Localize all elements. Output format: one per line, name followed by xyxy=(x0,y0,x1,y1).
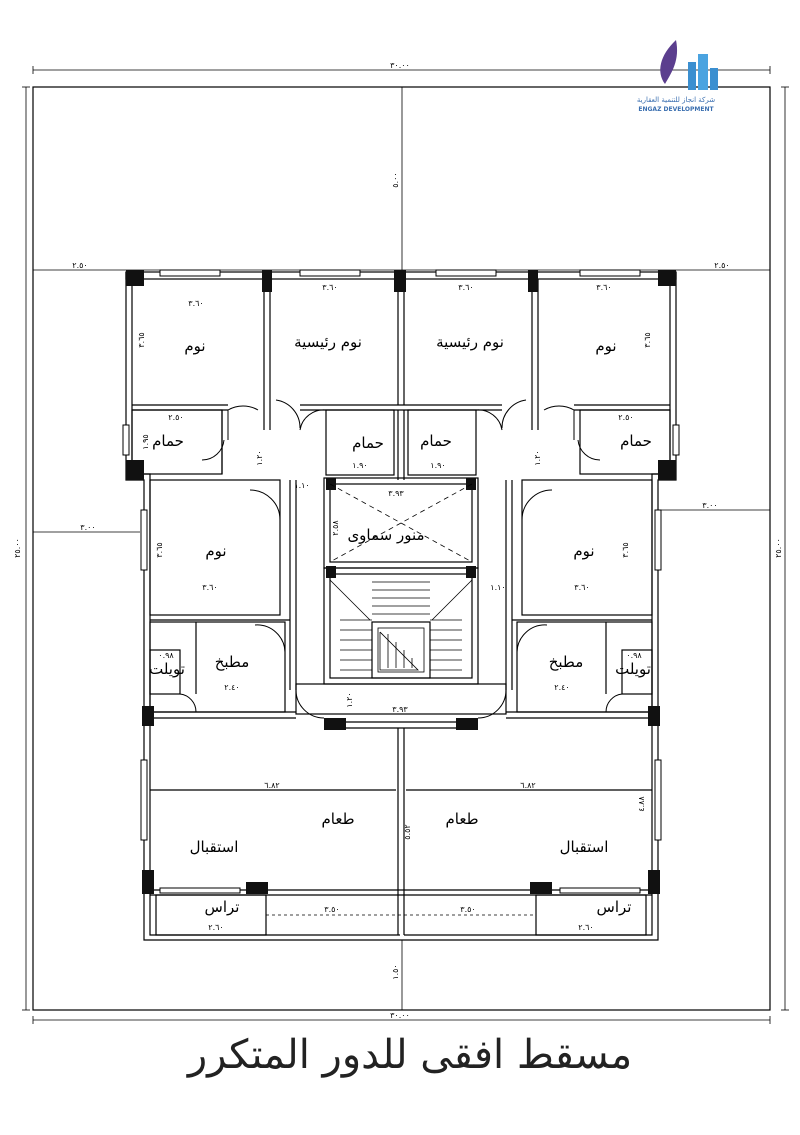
dim-bedroom-depth-right: ٣.٦٥ xyxy=(621,542,630,557)
label-kitchen-right: مطبخ xyxy=(549,653,584,671)
dim-room-width-4: ٣.٦٠ xyxy=(596,283,611,292)
dim-plot-depth-left: ٢٥.٠٠ xyxy=(13,538,22,558)
label-bathroom-3: حمام xyxy=(420,432,452,450)
dim-living-depth-b: ٤.٨٨ xyxy=(637,796,646,812)
dimension-labels: ٣٠.٠٠ ٣٠.٠٠ ٢٥.٠٠ ٢٥.٠٠ ٥.٠٠ ٢.٥٠ ٢.٥٠ ٣… xyxy=(13,61,783,1020)
dim-bath-width-left: ٢.٥٠ xyxy=(168,413,183,422)
dim-plot-depth-right: ٢٥.٠٠ xyxy=(774,538,783,558)
dim-bedroom-depth-left: ٣.٦٥ xyxy=(155,542,164,557)
dim-core-width: ٣.٩٣ xyxy=(392,705,408,714)
dim-rear-setback: ١.٥٠ xyxy=(391,964,400,979)
dim-bath-depth-left: ١.٩٥ xyxy=(141,434,150,449)
dim-room-depth-right: ٣.٦٥ xyxy=(643,332,652,347)
room-labels: نوم نوم رئيسية نوم رئيسية نوم حمام حمام … xyxy=(149,333,652,916)
dim-toilet-width-right: ٠.٩٨ xyxy=(626,651,642,660)
dim-kitchen-width-right: ٢.٤٠ xyxy=(554,683,569,692)
skylight-and-stair xyxy=(329,483,473,679)
dim-corridor-left: ١.١٠ xyxy=(294,481,309,490)
dim-corridor-right: ١.١٠ xyxy=(490,583,505,592)
label-reception-right: استقبال xyxy=(560,838,609,856)
windows xyxy=(122,269,680,894)
dim-room-width-1: ٣.٦٠ xyxy=(188,299,203,308)
dim-bath-width-right: ٢.٥٠ xyxy=(618,413,633,422)
label-dining-right: طعام xyxy=(445,810,478,828)
label-bedroom-right: نوم xyxy=(595,337,616,355)
dim-living-width-right: ٦.٨٢ xyxy=(520,781,535,790)
dim-living-depth: ٥.٥٢ xyxy=(403,824,412,839)
structural-columns xyxy=(126,270,676,894)
dim-kitchen-width-left: ٢.٤٠ xyxy=(224,683,239,692)
dim-balcony-depth: ١.٢٠ xyxy=(345,692,354,707)
plot-boundary xyxy=(32,86,771,1011)
label-bedroom-middle-right: نوم xyxy=(573,542,594,560)
logo-flame-icon xyxy=(660,40,678,84)
dim-door-left: ١.٢٠ xyxy=(255,450,264,465)
plan-title: مسقط افقى للدور المتكرر xyxy=(186,1032,632,1078)
dim-bedroom-width-left: ٣.٦٠ xyxy=(202,583,217,592)
logo-name-en: ENGAZ DEVELOPMENT xyxy=(638,106,714,113)
dim-terrace-small-right: ٢.٦٠ xyxy=(578,923,593,932)
outer-dimension-lines xyxy=(22,66,789,1024)
logo-building-icon xyxy=(688,62,696,90)
dim-room-depth-left: ٣.٦٥ xyxy=(137,332,146,347)
dim-bedroom-width-right: ٣.٦٠ xyxy=(574,583,589,592)
label-kitchen-left: مطبخ xyxy=(215,653,250,671)
dim-room-width-2: ٣.٦٠ xyxy=(322,283,337,292)
dim-side-setback-lower-left: ٣.٠٠ xyxy=(80,523,95,532)
label-master-bedroom-right: نوم رئيسية xyxy=(436,333,504,351)
dim-plot-width-bottom: ٣٠.٠٠ xyxy=(390,1011,410,1020)
label-bathroom-2: حمام xyxy=(352,434,384,452)
label-terrace-left: تراس xyxy=(205,898,240,916)
dim-living-width-left: ٦.٨٢ xyxy=(264,781,279,790)
label-toilet-left: تويلت xyxy=(149,660,185,678)
dim-bath-door-1: ١.٩٠ xyxy=(352,461,367,470)
label-terrace-right: تراس xyxy=(597,898,632,916)
dim-door-right: ١.٢٠ xyxy=(533,450,542,465)
label-bedroom-middle-left: نوم xyxy=(205,542,226,560)
dim-bath-door-2: ١.٩٠ xyxy=(430,461,445,470)
dim-terrace-width-right: ٣.٥٠ xyxy=(460,905,475,914)
dim-side-setback-lower-right: ٣.٠٠ xyxy=(702,501,717,510)
label-reception-left: استقبال xyxy=(190,838,239,856)
label-toilet-right: تويلت xyxy=(615,660,651,678)
doors xyxy=(179,399,623,719)
label-bathroom-4: حمام xyxy=(620,432,652,450)
logo-name-ar: شركة انجاز للتنمية العقارية xyxy=(637,96,715,104)
dim-room-width-3: ٣.٦٠ xyxy=(458,283,473,292)
dim-terrace-width-left: ٣.٥٠ xyxy=(324,905,339,914)
company-logo: شركة انجاز للتنمية العقارية ENGAZ DEVELO… xyxy=(637,40,718,113)
label-skylight: منور سماوى xyxy=(347,526,424,544)
dim-toilet-width-left: ٠.٩٨ xyxy=(158,651,174,660)
dim-terrace-small-left: ٢.٦٠ xyxy=(208,923,223,932)
dim-skylight-depth: ٢.٥٨ xyxy=(331,520,340,536)
dim-skylight-width: ٣.٩٣ xyxy=(388,489,404,498)
dim-plot-width-top: ٣٠.٠٠ xyxy=(390,61,410,70)
label-dining-left: طعام xyxy=(321,810,354,828)
label-master-bedroom-left: نوم رئيسية xyxy=(294,333,362,351)
dim-front-setback: ٥.٠٠ xyxy=(391,172,400,187)
label-bathroom-1: حمام xyxy=(152,432,184,450)
dim-side-setback-left: ٢.٥٠ xyxy=(72,261,87,270)
label-bedroom-left: نوم xyxy=(184,337,205,355)
dim-side-setback-right: ٢.٥٠ xyxy=(714,261,729,270)
